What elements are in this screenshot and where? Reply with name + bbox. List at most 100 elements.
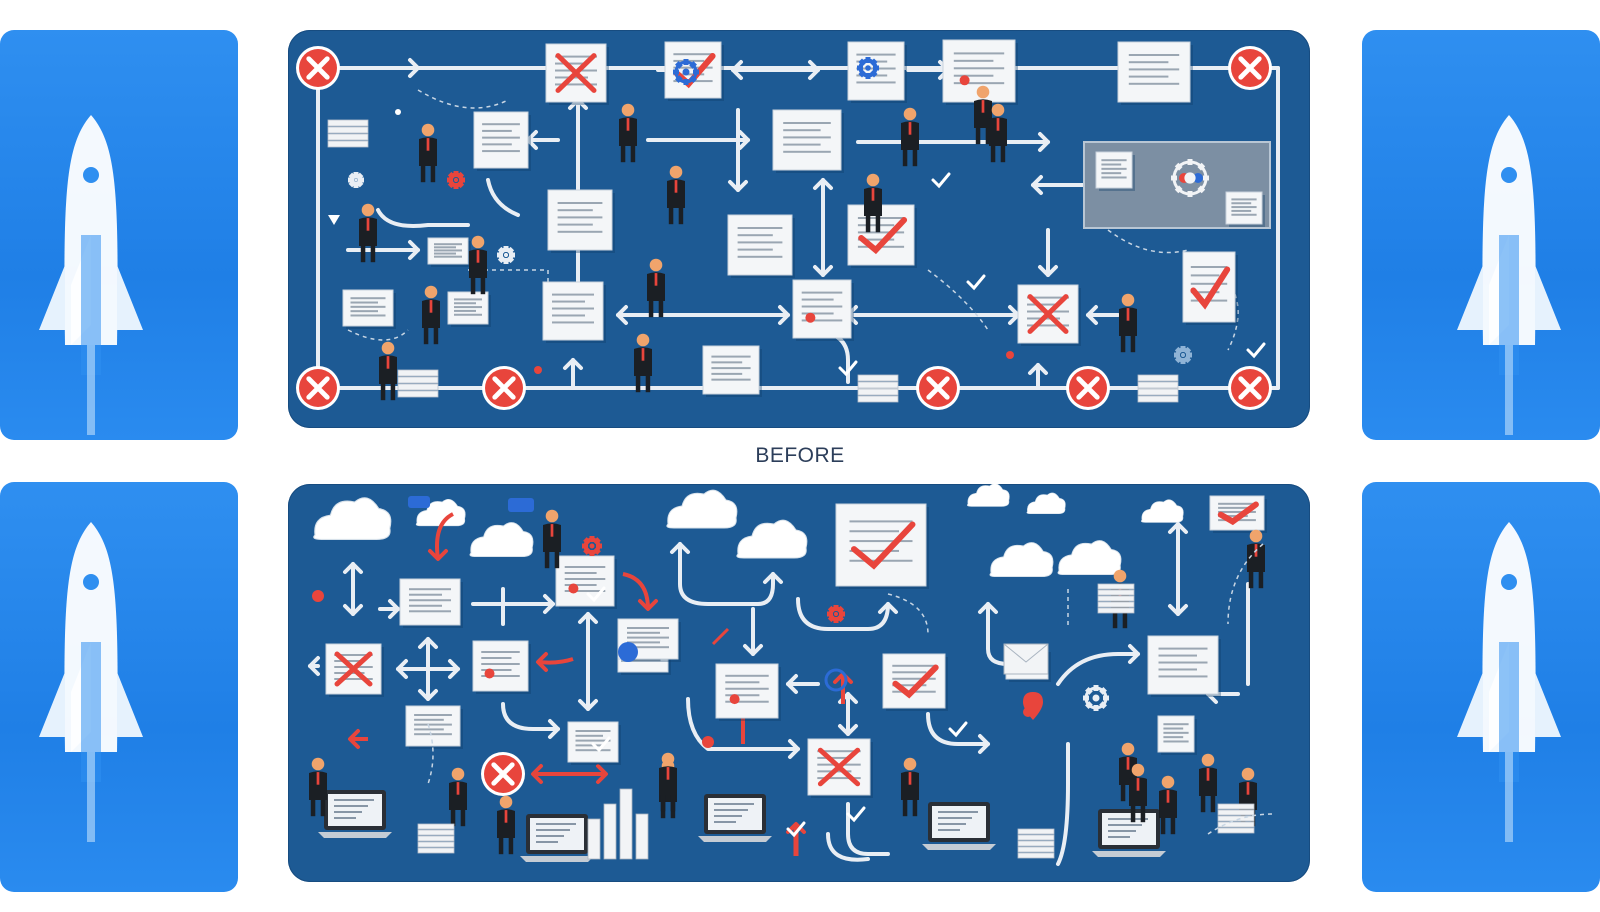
arrowhead	[728, 180, 748, 192]
bar-chart-icon	[587, 818, 601, 860]
person-icon	[497, 795, 515, 855]
rocket-icon	[1457, 522, 1561, 842]
cloud-icon	[1141, 499, 1184, 523]
checkmark-icon	[846, 806, 866, 823]
dot-icon	[312, 590, 324, 602]
document-icon	[473, 111, 531, 171]
document-icon	[405, 705, 463, 749]
paper-stack-icon	[857, 374, 899, 403]
arrowhead	[578, 699, 598, 711]
cloud-icon	[1026, 492, 1066, 514]
person-icon	[1129, 763, 1147, 823]
connector-arrow	[396, 637, 460, 701]
person-icon	[422, 285, 440, 345]
checkmark-icon	[966, 274, 986, 291]
checkmark-icon	[838, 360, 858, 377]
after-workflow-diagram	[308, 484, 1274, 866]
document-icon	[1225, 191, 1265, 227]
person-icon	[379, 341, 397, 401]
paper-stack-icon	[1217, 803, 1255, 834]
gear-icon	[447, 171, 465, 189]
person-icon	[469, 235, 487, 295]
reject-x-icon	[1228, 366, 1272, 410]
document-icon	[472, 640, 531, 694]
red-arrow	[537, 657, 574, 665]
document-icon	[772, 109, 844, 173]
connector-arrow	[796, 597, 890, 631]
reject-x-icon	[296, 46, 340, 90]
person-icon	[974, 85, 992, 145]
paper-stack-icon	[1137, 374, 1179, 403]
laptop-icon	[698, 794, 772, 842]
person-icon	[901, 107, 919, 167]
person-icon	[449, 767, 467, 827]
arrowhead	[418, 689, 438, 701]
cloud-icon	[415, 498, 466, 527]
arrowhead	[1038, 265, 1058, 277]
checkmark-icon	[858, 217, 908, 255]
person-icon	[864, 173, 882, 233]
document-icon	[702, 345, 762, 397]
bar-chart-icon	[635, 813, 649, 860]
paper-stack-icon	[327, 119, 369, 148]
arrowhead	[1038, 132, 1050, 152]
bar-chart-icon	[603, 803, 617, 860]
document-icon	[427, 237, 471, 267]
checkmark-icon	[1190, 266, 1231, 310]
arrowhead	[838, 724, 858, 736]
before-workflow-diagram	[296, 39, 1280, 410]
arrowhead	[763, 572, 783, 584]
reject-x-icon	[817, 747, 861, 787]
connector-arrow	[1056, 742, 1070, 866]
document-icon	[807, 738, 873, 798]
document-icon	[555, 555, 617, 609]
red-arrow	[622, 572, 650, 610]
badge-icon	[508, 498, 534, 512]
person-icon	[901, 757, 919, 817]
checkmark-icon	[851, 521, 916, 570]
bar-chart-icon	[619, 788, 633, 860]
dot-icon	[702, 736, 714, 748]
laptop-icon	[1092, 809, 1166, 857]
arrowhead	[788, 739, 800, 759]
arrowhead	[878, 602, 898, 614]
paper-stack-icon	[397, 369, 439, 398]
cloud-icon	[989, 542, 1054, 578]
red-arrow	[435, 512, 455, 560]
document-icon	[447, 291, 491, 327]
gear-icon	[1174, 346, 1192, 364]
rocket-tile-bottom-right	[1362, 482, 1600, 892]
reject-x-icon	[916, 366, 960, 410]
arrowhead	[396, 659, 408, 679]
laptop-icon	[520, 814, 594, 862]
dashed-connector	[1227, 543, 1264, 625]
checkmark-icon	[1246, 342, 1266, 359]
person-icon	[543, 509, 561, 569]
gear-icon	[1171, 159, 1209, 197]
cloud-icon	[967, 484, 1010, 507]
rocket-tile-top-left	[0, 30, 238, 440]
person-icon	[634, 333, 652, 393]
gear-icon	[857, 57, 879, 79]
badge-icon	[408, 496, 430, 508]
before-workflow-panel	[288, 30, 1310, 428]
connector-arrow	[686, 697, 800, 751]
location-pin-icon	[1023, 692, 1043, 720]
cloud-icon	[313, 497, 392, 540]
arrowhead	[308, 656, 320, 676]
arrowhead	[670, 542, 690, 554]
cloud-icon	[1057, 540, 1122, 576]
laptop-icon	[922, 802, 996, 850]
gear-icon	[348, 172, 364, 188]
document-icon	[567, 721, 621, 765]
person-icon	[359, 203, 377, 263]
arrowhead	[978, 734, 990, 754]
cloud-icon	[666, 489, 738, 529]
arrowhead	[743, 644, 763, 656]
dashed-connector	[1107, 229, 1189, 254]
document-icon	[1147, 635, 1221, 697]
reject-x-icon	[1066, 366, 1110, 410]
document-icon	[1182, 251, 1238, 325]
arrowhead	[428, 549, 448, 561]
arrowhead	[536, 652, 548, 672]
